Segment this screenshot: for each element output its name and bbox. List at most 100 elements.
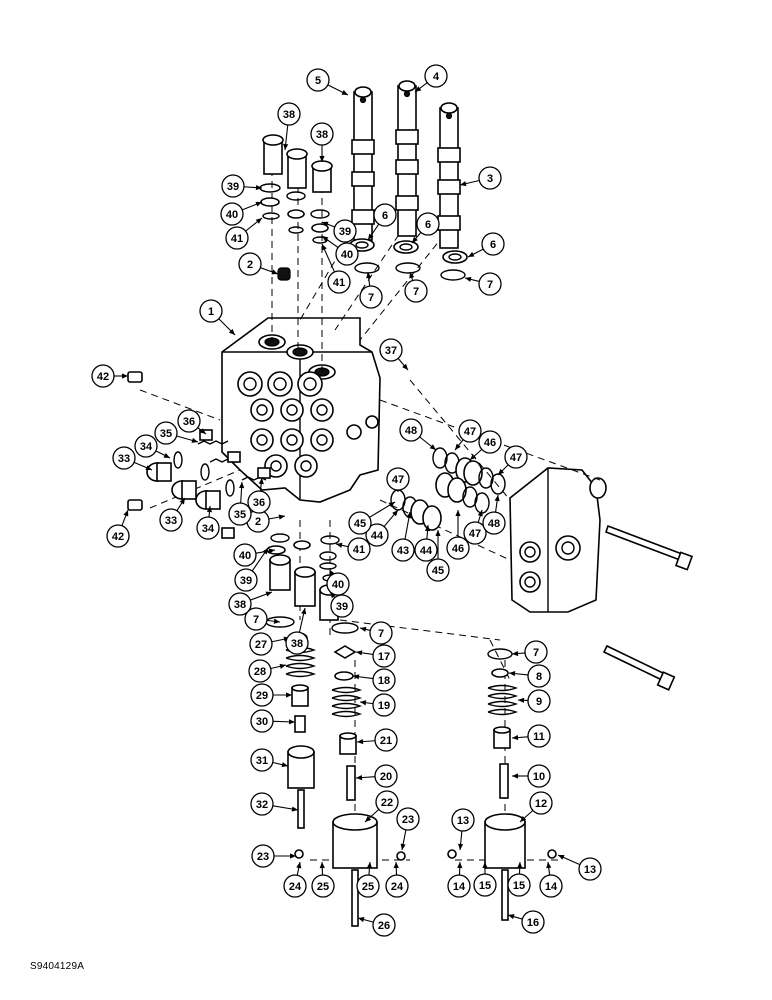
- callout-bubble-icon: [507, 873, 531, 897]
- callout-bubble-icon: [228, 502, 252, 526]
- callout-bubble-icon: [365, 523, 389, 547]
- callout-bubble-icon: [112, 446, 136, 470]
- callout-bubble-icon: [372, 668, 396, 692]
- leader-arrowhead-icon: [191, 437, 198, 443]
- callout-bubble-44: 44: [365, 523, 389, 547]
- callout-number: 3: [487, 173, 493, 185]
- callout-number: 30: [256, 716, 268, 728]
- callout-bubble-40: 40: [326, 572, 350, 596]
- callout-bubble-icon: [159, 508, 183, 532]
- leader-arrowhead-icon: [477, 510, 483, 517]
- callout-bubble-icon: [250, 683, 274, 707]
- callout-number: 33: [118, 453, 130, 465]
- callout-number: 44: [420, 545, 433, 557]
- leader-arrowhead-icon: [468, 251, 475, 257]
- callout-bubble-34: 34: [134, 434, 158, 458]
- leader-arrowhead-icon: [286, 692, 292, 698]
- callout-number: 34: [202, 523, 215, 535]
- leader-arrowhead-icon: [319, 862, 325, 869]
- callout-bubble-40: 40: [335, 242, 359, 266]
- leader-arrowhead-icon: [366, 272, 372, 279]
- callout-number: 48: [405, 425, 417, 437]
- callout-bubble-27: 27: [249, 632, 273, 656]
- leader-arrowhead-icon: [228, 328, 235, 335]
- callout-bubble-38: 38: [285, 631, 309, 655]
- callout-number: 13: [584, 864, 596, 876]
- callout-bubble-icon: [347, 537, 371, 561]
- callout-bubble-icon: [326, 572, 350, 596]
- callout-bubble-29: 29: [250, 683, 274, 707]
- callout-bubble-icon: [285, 631, 309, 655]
- leader-arrowhead-icon: [290, 853, 296, 859]
- callout-number: 40: [341, 249, 353, 261]
- callout-bubble-icon: [369, 621, 393, 645]
- callout-number: 36: [253, 497, 265, 509]
- callout-bubble-icon: [524, 640, 548, 664]
- figure-id: S9404129A: [30, 961, 85, 972]
- callout-bubble-40: 40: [233, 543, 257, 567]
- callout-bubble-16: 16: [521, 910, 545, 934]
- callout-bubble-icon: [306, 68, 330, 92]
- callout-bubble-32: 32: [250, 792, 274, 816]
- leader-arrowhead-icon: [546, 862, 552, 869]
- callout-number: 43: [397, 545, 409, 557]
- callout-bubble-icon: [458, 419, 482, 443]
- callout-bubble-icon: [478, 430, 502, 454]
- leader-arrowhead-icon: [429, 444, 436, 450]
- callout-number: 18: [378, 675, 390, 687]
- callout-bubble-36: 36: [177, 409, 201, 433]
- leader-arrowhead-icon: [356, 775, 363, 781]
- callout-bubble-icon: [478, 272, 502, 296]
- callout-number: 47: [469, 528, 481, 540]
- callout-bubble-icon: [451, 808, 475, 832]
- callout-bubble-icon: [221, 174, 245, 198]
- callout-bubble-13: 13: [578, 857, 602, 881]
- callout-bubble-icon: [482, 511, 506, 535]
- port-plug: [127, 371, 271, 539]
- callout-bubble-15: 15: [507, 873, 531, 897]
- callout-number: 41: [333, 277, 345, 289]
- callout-bubble-42: 42: [106, 524, 130, 548]
- leader-arrowhead-icon: [273, 618, 280, 624]
- callout-number: 6: [382, 210, 388, 222]
- leader-arrowhead-icon: [179, 498, 185, 505]
- callout-bubble-icon: [529, 791, 553, 815]
- callout-bubble-40: 40: [220, 202, 244, 226]
- leader-arrowhead-icon: [288, 719, 295, 725]
- leader-arrowhead-icon: [279, 663, 286, 669]
- callout-number: 32: [256, 799, 268, 811]
- callout-bubble-35: 35: [154, 421, 178, 445]
- callout-bubble-31: 31: [250, 748, 274, 772]
- callout-number: 47: [464, 426, 476, 438]
- callout-bubble-7: 7: [478, 272, 502, 296]
- callout-bubble-icon: [225, 226, 249, 250]
- leader-arrowhead-icon: [366, 862, 373, 869]
- callout-number: 39: [336, 601, 348, 613]
- callout-number: 7: [487, 279, 493, 291]
- leader-arrowhead-icon: [281, 762, 288, 768]
- callout-number: 38: [234, 599, 246, 611]
- callout-bubble-5: 5: [306, 68, 330, 92]
- leader-arrowhead-icon: [424, 525, 431, 532]
- leader-arrowhead-icon: [123, 510, 129, 517]
- leader-arrowhead-icon: [322, 236, 329, 242]
- leader-arrowhead-icon: [283, 143, 289, 150]
- leader-arrowhead-icon: [455, 510, 461, 516]
- callout-bubble-icon: [220, 202, 244, 226]
- leader-arrowhead-icon: [415, 86, 422, 92]
- callout-bubble-icon: [249, 632, 273, 656]
- leader-arrowhead-icon: [512, 650, 519, 657]
- callout-bubble-icon: [379, 338, 403, 362]
- callout-bubble-icon: [396, 807, 420, 831]
- callout-bubble-icon: [527, 764, 551, 788]
- leader-arrowhead-icon: [465, 276, 472, 282]
- callout-bubble-2: 2: [238, 252, 262, 276]
- callout-bubble-icon: [310, 122, 334, 146]
- callout-number: 14: [453, 881, 466, 893]
- callout-bubble-icon: [446, 536, 470, 560]
- callout-bubble-20: 20: [374, 764, 398, 788]
- callout-bubble-23: 23: [251, 844, 275, 868]
- callout-bubble-icon: [374, 764, 398, 788]
- callout-bubble-17: 17: [372, 644, 396, 668]
